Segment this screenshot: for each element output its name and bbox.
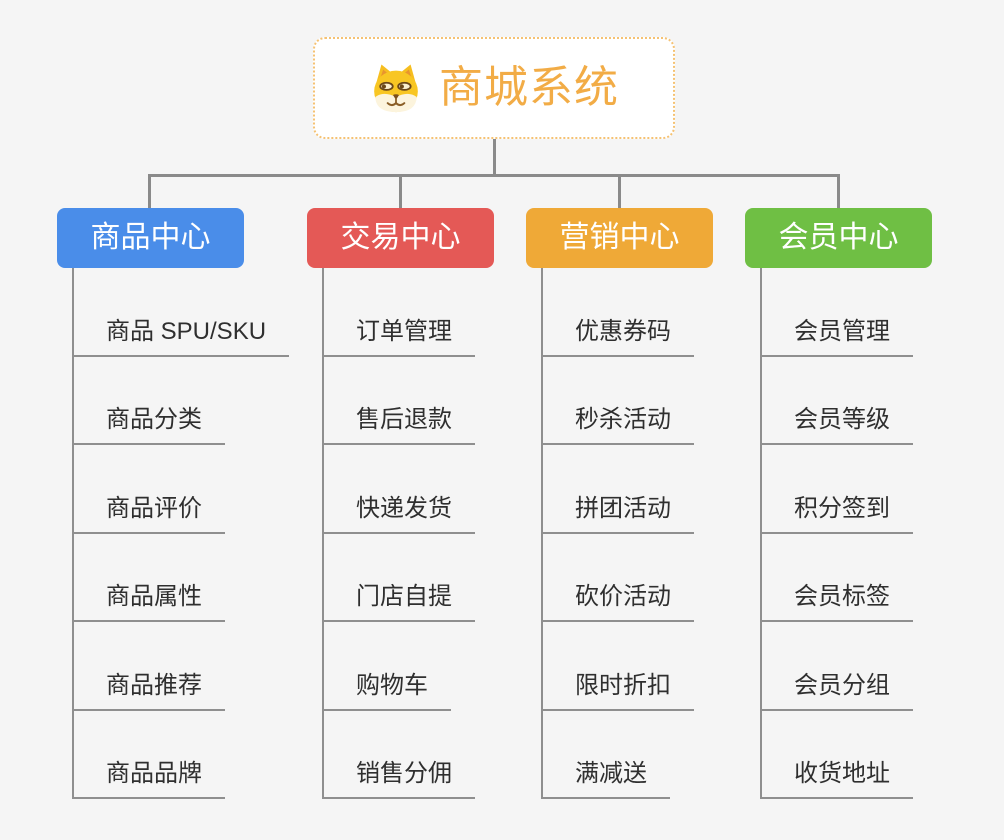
leaf-label: 商品分类: [72, 406, 225, 445]
leaf-label: 会员标签: [760, 583, 913, 622]
leaf-label: 会员分组: [760, 672, 913, 711]
leaf-item[interactable]: 门店自提: [322, 534, 475, 622]
leaf-label: 商品推荐: [72, 672, 225, 711]
branch-column-member: 会员中心 会员管理 会员等级 积分签到 会员标签 会员分组 收货地址: [745, 208, 932, 799]
leaf-label: 快递发货: [322, 495, 475, 534]
branch-header-product[interactable]: 商品中心: [57, 208, 244, 268]
connector-drop-marketing: [618, 174, 621, 210]
leaf-item[interactable]: 会员分组: [760, 622, 913, 711]
leaf-item[interactable]: 商品评价: [72, 445, 289, 534]
leaf-item[interactable]: 购物车: [322, 622, 475, 711]
root-label: 商城系统: [439, 63, 619, 112]
branch-trunk-line: [541, 268, 543, 799]
leaf-label: 商品属性: [72, 583, 225, 622]
branch-trunk-line: [760, 268, 762, 799]
leaf-item[interactable]: 砍价活动: [541, 534, 694, 622]
leaf-label: 满减送: [541, 760, 670, 799]
leaf-item[interactable]: 会员等级: [760, 357, 913, 445]
leaf-item[interactable]: 会员管理: [760, 268, 913, 357]
branch-header-trade[interactable]: 交易中心: [307, 208, 494, 268]
branch-trunk-line: [322, 268, 324, 799]
leaf-item[interactable]: 会员标签: [760, 534, 913, 622]
leaf-label: 积分签到: [760, 495, 913, 534]
leaf-label: 商品品牌: [72, 760, 225, 799]
leaf-label: 售后退款: [322, 406, 475, 445]
branch-leaves: 优惠券码 秒杀活动 拼团活动 砍价活动 限时折扣 满减送: [541, 268, 694, 799]
branch-column-trade: 交易中心 订单管理 售后退款 快递发货 门店自提 购物车 销售分佣: [307, 208, 494, 799]
leaf-item[interactable]: 秒杀活动: [541, 357, 694, 445]
leaf-item[interactable]: 商品分类: [72, 357, 289, 445]
leaf-label: 购物车: [322, 672, 451, 711]
leaf-item[interactable]: 拼团活动: [541, 445, 694, 534]
leaf-item[interactable]: 商品属性: [72, 534, 289, 622]
leaf-item[interactable]: 商品推荐: [72, 622, 289, 711]
leaf-label: 限时折扣: [541, 672, 694, 711]
connector-drop-product: [148, 174, 151, 210]
leaf-label: 会员等级: [760, 406, 913, 445]
connector-drop-trade: [399, 174, 402, 210]
leaf-item[interactable]: 限时折扣: [541, 622, 694, 711]
leaf-label: 秒杀活动: [541, 406, 694, 445]
leaf-item[interactable]: 售后退款: [322, 357, 475, 445]
branch-header-marketing[interactable]: 营销中心: [526, 208, 713, 268]
leaf-label: 优惠券码: [541, 318, 694, 357]
leaf-item[interactable]: 销售分佣: [322, 711, 475, 799]
leaf-label: 收货地址: [760, 760, 913, 799]
leaf-label: 会员管理: [760, 318, 913, 357]
root-node[interactable]: 商城系统: [313, 37, 675, 139]
leaf-item[interactable]: 订单管理: [322, 268, 475, 357]
connector-horizontal: [148, 174, 840, 177]
branch-trunk-line: [72, 268, 74, 799]
leaf-item[interactable]: 满减送: [541, 711, 694, 799]
leaf-item[interactable]: 商品 SPU/SKU: [72, 268, 290, 357]
leaf-item[interactable]: 商品品牌: [72, 711, 289, 799]
doge-icon: [369, 60, 423, 116]
branch-column-product: 商品中心 商品 SPU/SKU 商品分类 商品评价 商品属性 商品推荐 商品品牌: [57, 208, 290, 799]
branch-leaves: 会员管理 会员等级 积分签到 会员标签 会员分组 收货地址: [760, 268, 913, 799]
branch-header-member[interactable]: 会员中心: [745, 208, 932, 268]
leaf-item[interactable]: 积分签到: [760, 445, 913, 534]
branch-leaves: 商品 SPU/SKU 商品分类 商品评价 商品属性 商品推荐 商品品牌: [72, 268, 290, 799]
leaf-item[interactable]: 优惠券码: [541, 268, 694, 357]
leaf-label: 销售分佣: [322, 760, 475, 799]
leaf-label: 砍价活动: [541, 583, 694, 622]
leaf-label: 商品 SPU/SKU: [72, 318, 290, 357]
leaf-label: 商品评价: [72, 495, 225, 534]
leaf-item[interactable]: 快递发货: [322, 445, 475, 534]
connector-root-stub: [493, 139, 496, 175]
leaf-label: 门店自提: [322, 583, 475, 622]
branch-leaves: 订单管理 售后退款 快递发货 门店自提 购物车 销售分佣: [322, 268, 475, 799]
branch-column-marketing: 营销中心 优惠券码 秒杀活动 拼团活动 砍价活动 限时折扣 满减送: [526, 208, 713, 799]
leaf-item[interactable]: 收货地址: [760, 711, 913, 799]
connector-drop-member: [837, 174, 840, 210]
leaf-label: 拼团活动: [541, 495, 694, 534]
leaf-label: 订单管理: [322, 318, 475, 357]
